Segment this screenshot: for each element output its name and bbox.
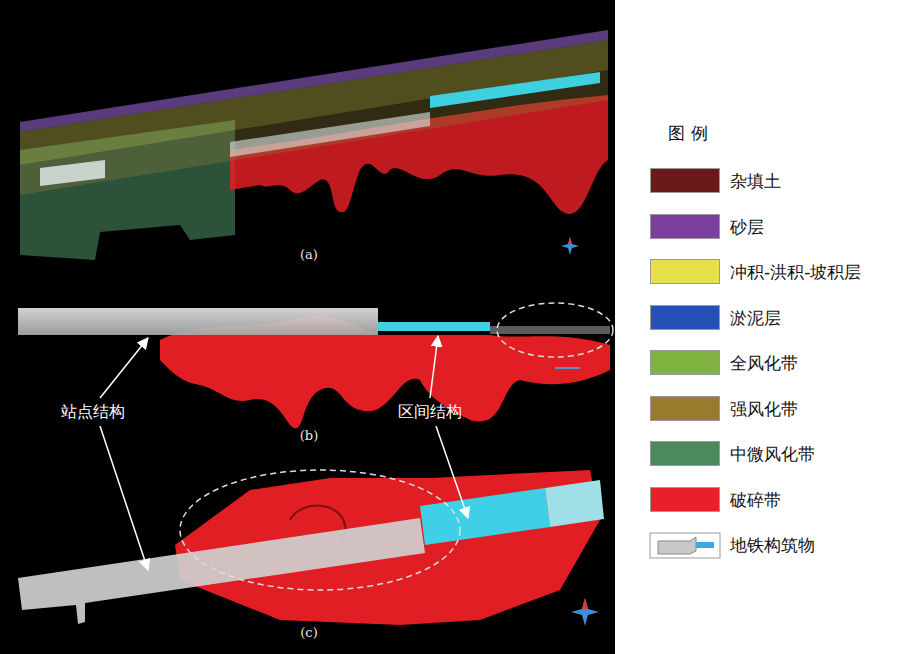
legend-swatch [650, 396, 720, 421]
panel-tag: (a) [300, 247, 318, 263]
legend-swatch [650, 350, 720, 375]
legend-entry: 杂填土 [650, 168, 890, 194]
legend-swatch [650, 168, 720, 193]
legend-text: 全风化带 [730, 352, 798, 375]
legend-entry: 全风化带 [650, 350, 890, 376]
legend-text: 强风化带 [730, 397, 798, 420]
legend-swatch [650, 214, 720, 239]
legend-text: 地铁构筑物 [730, 534, 815, 557]
legend-entry: 破碎带 [650, 487, 890, 513]
legend-text: 砂层 [730, 215, 764, 238]
legend-entry: 中微风化带 [650, 441, 890, 467]
panel-a-model [20, 30, 608, 260]
legend-title: 图 例 [668, 123, 707, 143]
legend-text: 破碎带 [730, 488, 781, 511]
leader-arrows [100, 336, 468, 570]
legend-entry: 地铁构筑物 [650, 532, 890, 558]
part-label: 区间结构 [398, 402, 462, 421]
legend-swatch [650, 487, 720, 512]
legend-text: 中微风化带 [730, 443, 815, 466]
panel-c-model [18, 470, 604, 626]
legend-entry: 强风化带 [650, 396, 890, 422]
black-panel [0, 0, 615, 654]
legend-text: 淤泥层 [730, 306, 781, 329]
legend-text: 冲积-洪积-坡积层 [730, 261, 861, 284]
legend-entry: 冲积-洪积-坡积层 [650, 259, 890, 285]
legend-text: 杂填土 [730, 170, 781, 193]
panel-tag: (b) [300, 428, 318, 444]
panel-tag: (c) [300, 625, 317, 641]
structure-sample [650, 533, 720, 558]
legend-swatch [650, 441, 720, 466]
legend-swatch [650, 259, 720, 284]
panel-b-model [18, 303, 613, 428]
legend-entry: 淤泥层 [650, 305, 890, 331]
legend-swatch [650, 305, 720, 330]
part-label: 站点结构 [61, 402, 125, 421]
legend-entry: 砂层 [650, 214, 890, 240]
